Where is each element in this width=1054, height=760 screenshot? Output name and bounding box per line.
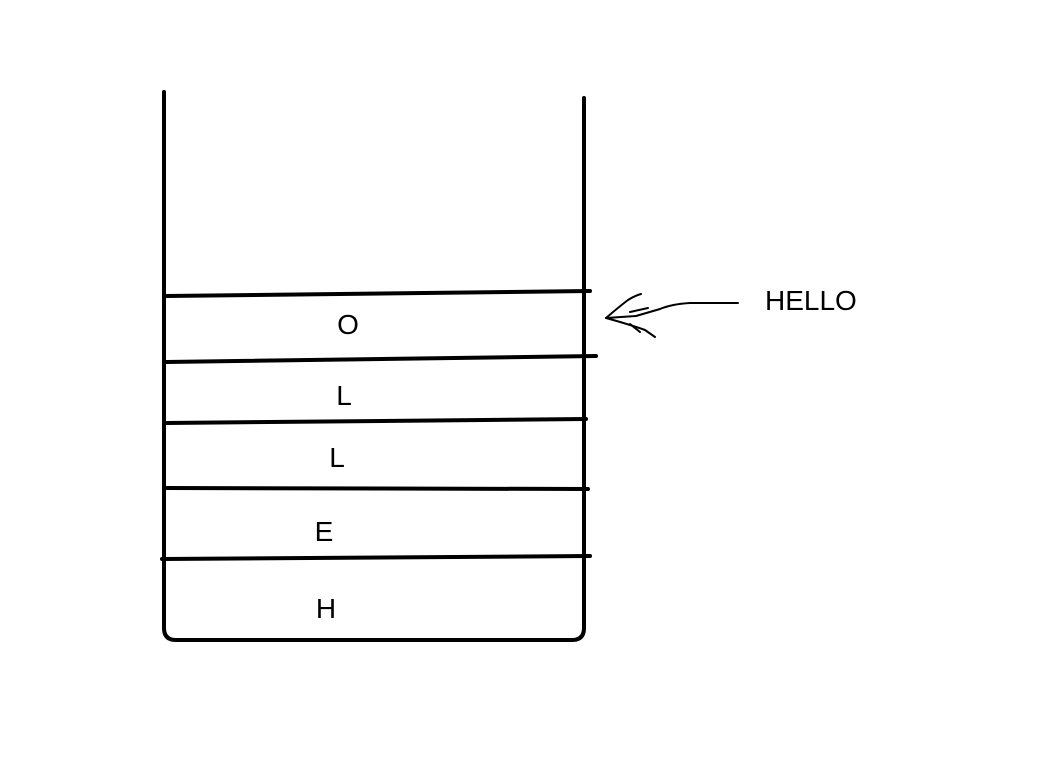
stack-item-label: H — [316, 593, 336, 624]
stack-item-label: L — [336, 380, 352, 411]
stack-divider-top — [164, 289, 592, 298]
stack-container — [162, 90, 586, 642]
stack-divider — [164, 486, 590, 491]
push-arrow-icon — [605, 293, 739, 338]
stack-item-label: L — [329, 442, 345, 473]
stack-divider — [164, 417, 588, 425]
stack-divider — [164, 354, 598, 364]
stack-item-label: O — [337, 309, 359, 340]
stack-divider — [160, 554, 592, 561]
input-label: HELLO — [765, 285, 857, 316]
stack-item-label: E — [315, 516, 334, 547]
